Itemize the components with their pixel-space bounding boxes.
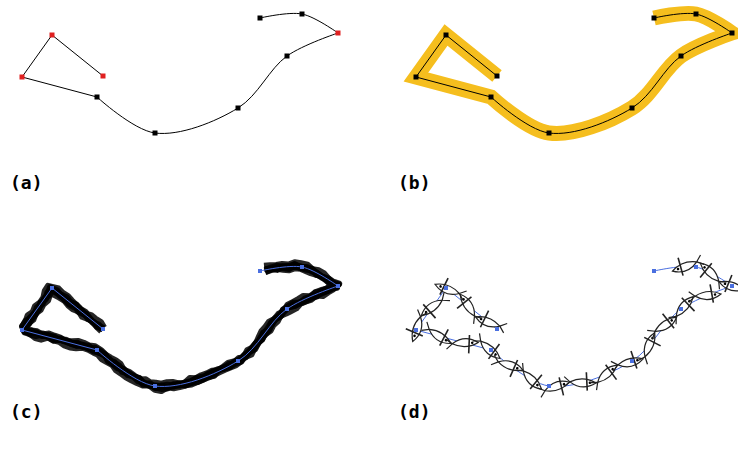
fish-motif — [489, 347, 527, 382]
fish-motif — [417, 287, 452, 325]
fish-motif — [444, 329, 481, 356]
anchor-point — [50, 33, 55, 38]
anchor-point — [414, 328, 418, 332]
anchor-point — [694, 12, 699, 17]
anchor-point — [300, 12, 305, 17]
anchor-point — [236, 359, 240, 363]
anchor-point — [630, 359, 634, 363]
fish-motif — [630, 329, 666, 367]
panel-d — [400, 255, 738, 398]
anchor-point — [336, 284, 340, 288]
panel-label: (a) — [10, 174, 43, 192]
anchor-point — [258, 16, 263, 21]
path-line — [416, 13, 732, 133]
anchor-point — [495, 74, 500, 79]
fish-motif — [450, 290, 488, 326]
anchor-point — [652, 269, 656, 273]
panel-a — [20, 12, 341, 136]
anchor-point — [730, 31, 735, 36]
anchor-point — [95, 95, 100, 100]
panel-label: (c) — [10, 403, 43, 421]
anchor-point — [679, 307, 683, 311]
anchor-point — [489, 348, 493, 352]
anchor-point — [336, 31, 341, 36]
fish-motif — [716, 269, 738, 304]
anchor-point — [95, 348, 99, 352]
panel-label: (d) — [398, 403, 431, 421]
charcoal-stroke — [24, 266, 339, 388]
anchor-point — [495, 327, 499, 331]
anchor-point — [547, 131, 552, 136]
fish-motif — [608, 346, 646, 380]
anchor-point — [414, 75, 419, 80]
fish-motif — [671, 255, 705, 276]
fish-motif — [400, 307, 435, 345]
fish-motif — [511, 362, 549, 395]
anchor-point — [300, 265, 304, 269]
fish-motif — [686, 280, 724, 311]
path-line — [22, 13, 338, 133]
anchor-point — [20, 328, 24, 332]
anchor-point — [444, 286, 448, 290]
anchor-point — [258, 269, 262, 273]
path-line — [22, 266, 338, 386]
anchor-point — [694, 265, 698, 269]
panel-label: (b) — [398, 174, 431, 192]
anchor-point — [153, 131, 158, 136]
anchor-point — [236, 106, 241, 111]
panel-b — [414, 12, 735, 136]
charcoal-stroke — [24, 267, 338, 388]
charcoal-stroke — [22, 264, 337, 388]
fish-motif — [419, 321, 456, 348]
anchor-point — [730, 284, 734, 288]
fish-motif — [469, 332, 507, 363]
brush-stroke — [416, 13, 732, 133]
anchor-point — [652, 16, 657, 21]
fish-motif — [472, 305, 510, 341]
anchor-point — [630, 106, 635, 111]
anchor-point — [444, 33, 449, 38]
anchor-point — [101, 327, 105, 331]
anchor-point — [679, 54, 684, 59]
anchor-point — [489, 95, 494, 100]
anchor-point — [50, 286, 54, 290]
fish-motif — [538, 377, 571, 397]
anchor-point — [285, 54, 290, 59]
panel-c — [20, 262, 340, 391]
anchor-point — [101, 74, 106, 79]
anchor-point — [20, 75, 25, 80]
anchor-point — [547, 384, 551, 388]
path-line — [416, 266, 732, 386]
charcoal-stroke — [25, 265, 337, 388]
charcoal-stroke — [22, 262, 339, 391]
fish-motif — [645, 307, 681, 345]
charcoal-stroke — [25, 269, 336, 384]
anchor-point — [153, 384, 157, 388]
anchor-point — [285, 307, 289, 311]
